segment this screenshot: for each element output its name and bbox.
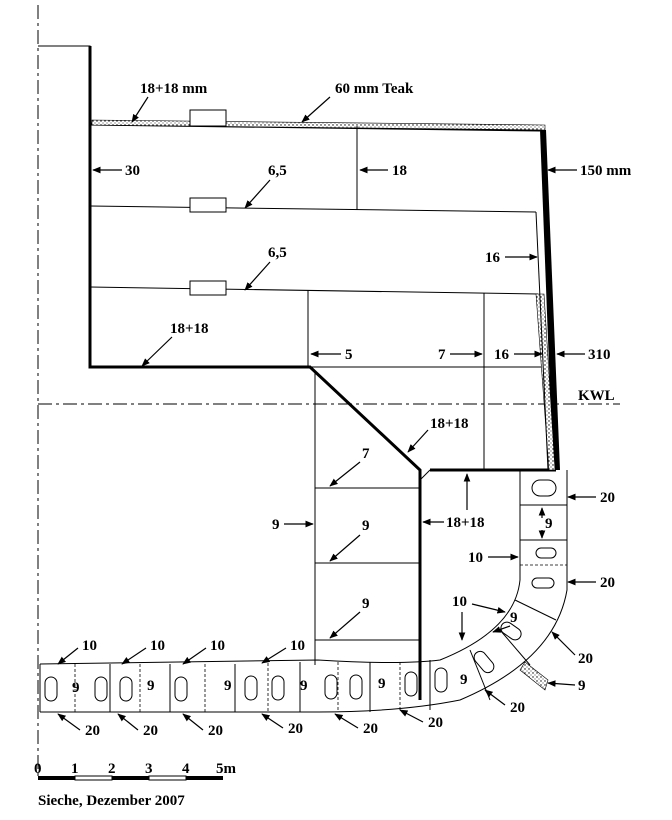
bilge-9a: 9 [545, 516, 553, 532]
beam-cutout-2 [189, 197, 227, 213]
bilge-9b: 9 [510, 610, 518, 626]
beam-cutout-1 [189, 109, 227, 127]
v5-label: 5 [345, 347, 353, 363]
belt-bottom-label: 310 [588, 347, 611, 363]
bilge-20b: 20 [600, 575, 615, 591]
deck-plank-label: 18+18 mm [140, 81, 208, 97]
deck-2 [89, 286, 539, 295]
bilge-10b: 10 [452, 594, 467, 610]
db-top-10-2: 10 [150, 638, 165, 654]
db-bottom-20-1: 20 [85, 723, 100, 739]
v9b-label: 9 [362, 518, 370, 534]
scale-tick-4: 4 [182, 761, 190, 777]
bilge-outer [40, 470, 568, 713]
beam-cutout-3 [189, 280, 227, 296]
deck-1 [89, 205, 537, 213]
db-inner-9-1: 9 [72, 680, 80, 696]
bilge-20c: 20 [578, 651, 593, 667]
bilge-20a: 20 [600, 490, 615, 506]
bilge-10a: 10 [468, 550, 483, 566]
waterline-label: KWL [578, 388, 615, 404]
scale-tick-2: 2 [108, 761, 116, 777]
db-top-10-3: 10 [210, 638, 225, 654]
armor-belt [540, 130, 560, 470]
longitudinal-top-label: 18 [392, 163, 407, 179]
credit-text: Sieche, Dezember 2007 [38, 793, 185, 809]
db-top-10-1: 10 [82, 638, 97, 654]
db-inner-9-4: 9 [300, 678, 308, 694]
bulkhead-label: 30 [125, 163, 140, 179]
teak-label: 60 mm Teak [335, 81, 414, 97]
scale-tick-5: 5m [216, 761, 237, 777]
bilge-9c: 9 [578, 678, 586, 694]
belt-top-label: 150 mm [580, 163, 632, 179]
bilge-inner [39, 470, 521, 665]
v7b-label: 7 [362, 446, 370, 462]
v9a-label: 9 [272, 517, 280, 533]
bilge-keel [519, 661, 549, 691]
db-bottom-20-2: 20 [143, 723, 158, 739]
db-bottom-20-6: 20 [428, 715, 443, 731]
inner-vert-label: 18+18 [446, 515, 485, 531]
belt-backing [535, 293, 556, 471]
db-top-10-4: 10 [290, 638, 305, 654]
scale-bar [38, 775, 223, 781]
scale-tick-3: 3 [145, 761, 153, 777]
db-inner-9-6: 9 [460, 672, 468, 688]
deck1-label: 6,5 [268, 163, 287, 179]
lightening-holes [44, 479, 557, 702]
scale-tick-1: 1 [71, 761, 79, 777]
db-bottom-20-5: 20 [363, 721, 378, 737]
scale-tick-0: 0 [34, 761, 42, 777]
db-inner-9-5: 9 [378, 676, 386, 692]
v9c-label: 9 [362, 596, 370, 612]
db-inner-9-3: 9 [224, 678, 232, 694]
barbette-stub [38, 45, 91, 124]
lower-deck-label: 18+18 [170, 321, 209, 337]
outer-16b-label: 16 [494, 347, 510, 363]
outer-shell [535, 211, 549, 471]
main-structure-outline [88, 46, 422, 700]
db-bottom-20-4: 20 [288, 721, 303, 737]
db-inner-9-2: 9 [147, 678, 155, 694]
db-bottom-20-7: 20 [510, 700, 525, 716]
slope-label: 18+18 [430, 416, 469, 432]
torpedo-bulkhead-link [419, 469, 431, 481]
db-bottom-20-3: 20 [208, 723, 223, 739]
v7-label: 7 [438, 347, 446, 363]
deck2-label: 6,5 [268, 245, 287, 261]
outer-16a-label: 16 [485, 250, 501, 266]
